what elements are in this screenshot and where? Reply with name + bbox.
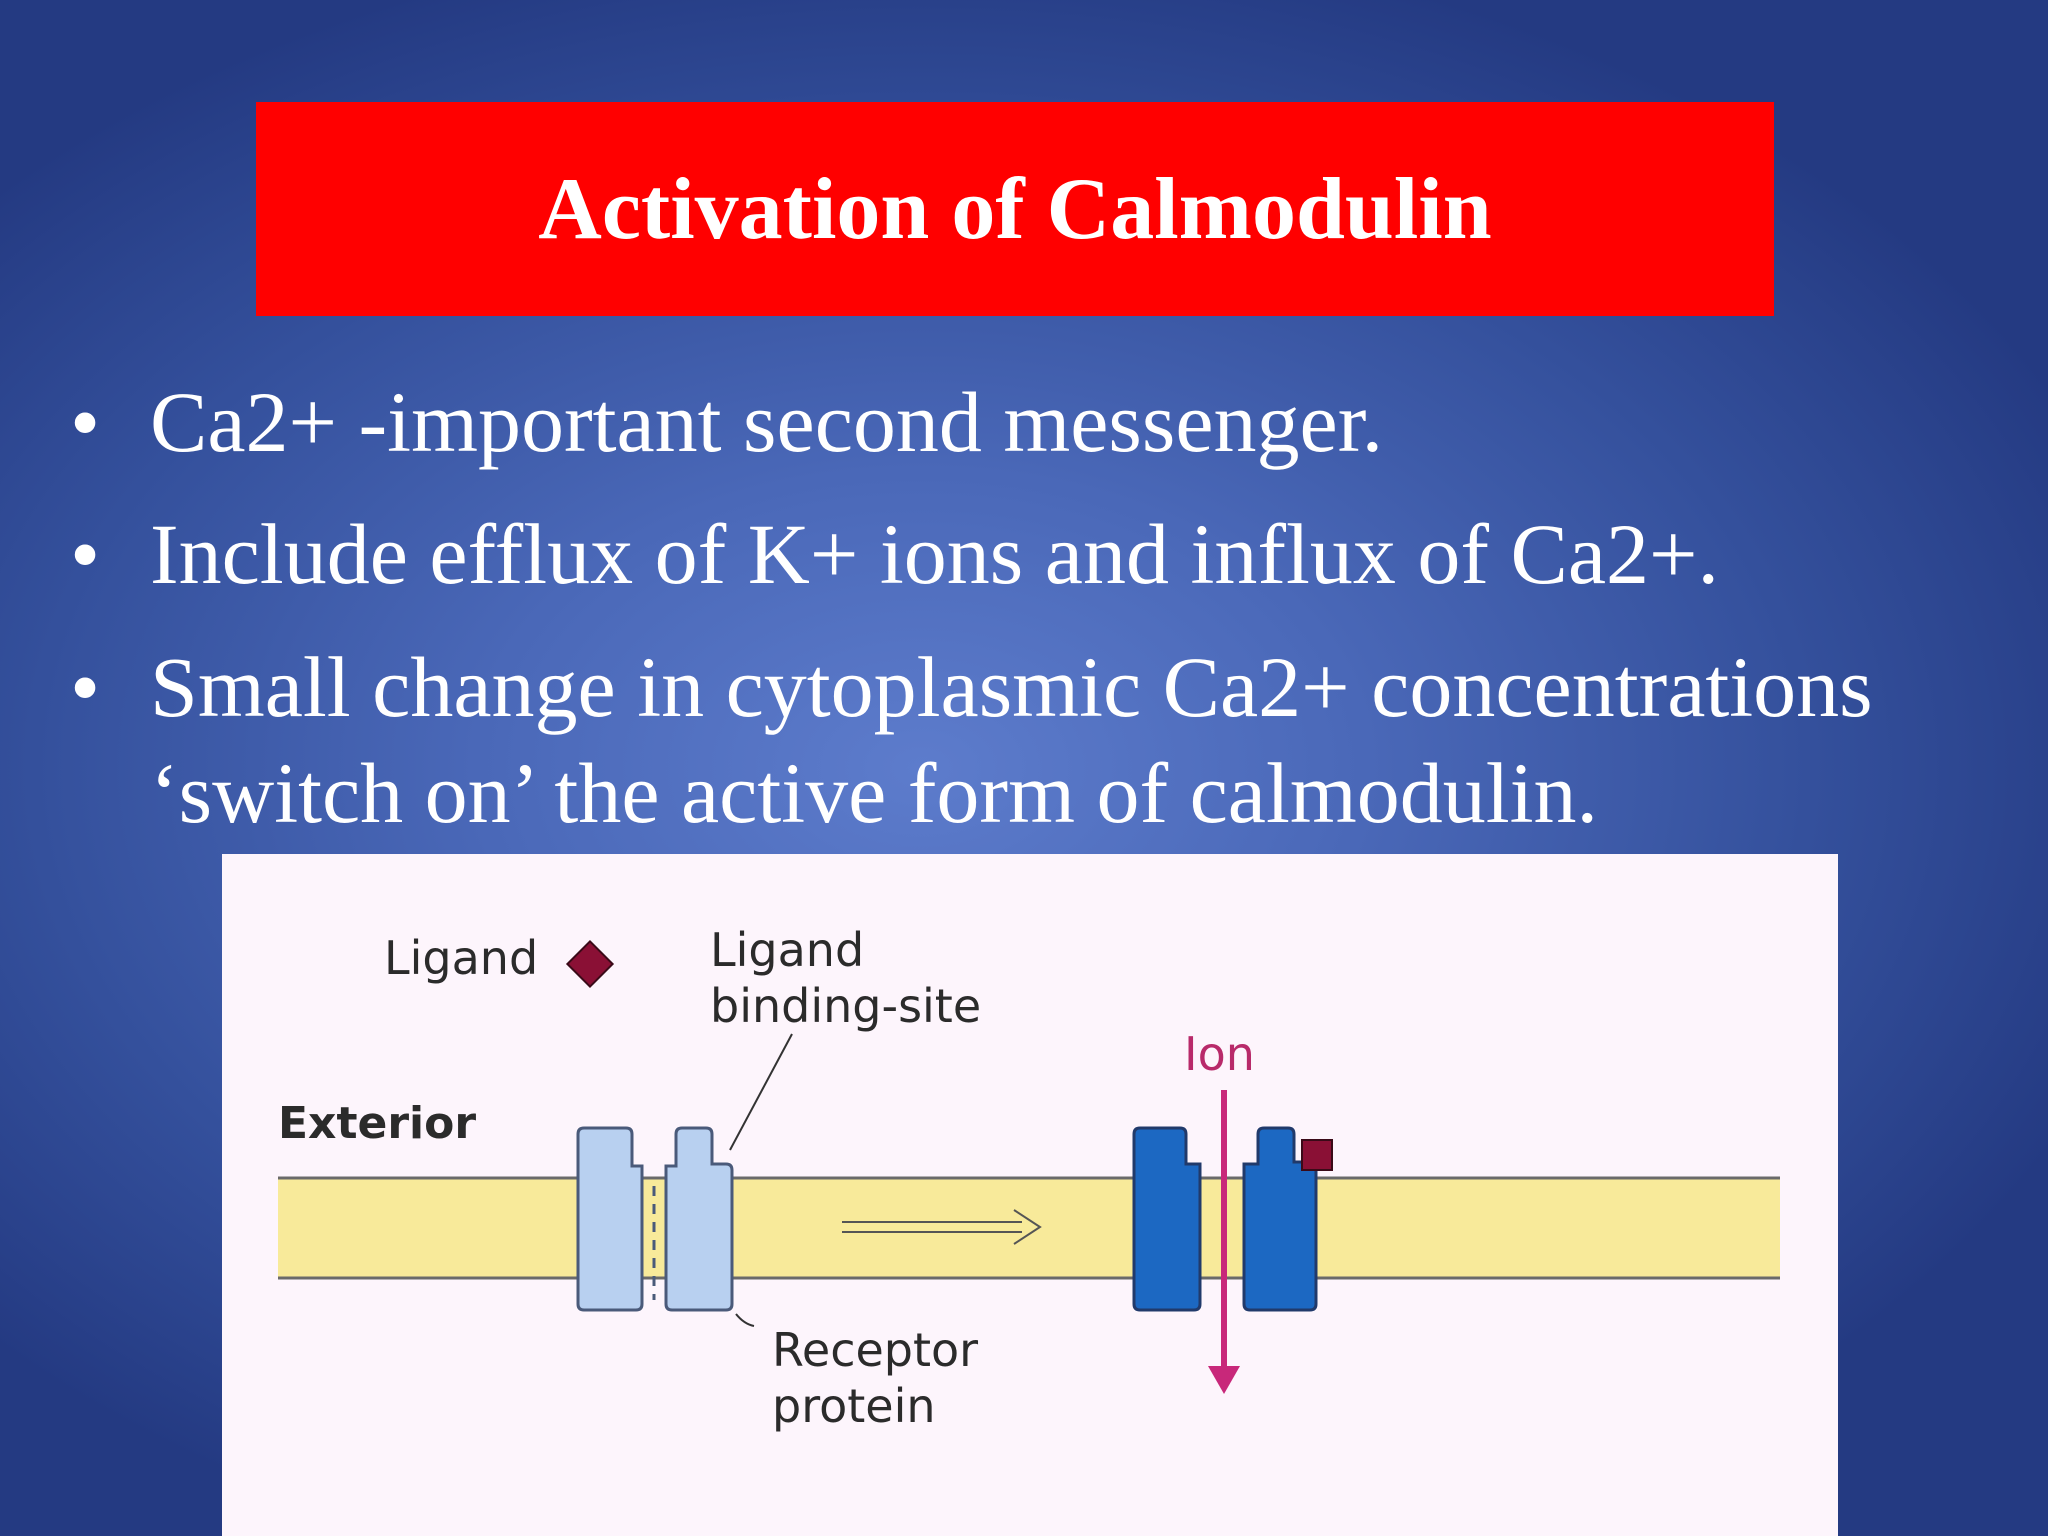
bullet-dot-icon: • [70, 506, 101, 602]
bullet-dot-icon: • [70, 374, 101, 470]
bullet-text: Include efflux of K+ ions and influx of … [150, 506, 1720, 602]
ligand-diamond-icon [565, 939, 615, 989]
slide-title: Activation of Calmodulin [538, 160, 1492, 258]
binding-site-label-line1: Ligand [710, 923, 864, 977]
transition-arrow-icon [842, 1209, 1042, 1245]
bullet-text: Ca2+ -important second messenger. [150, 374, 1384, 470]
bullet-item: • Small change in cytoplasmic Ca2+ conce… [70, 634, 2030, 846]
closed-receptor-protein [576, 1126, 734, 1312]
title-banner: Activation of Calmodulin [256, 102, 1774, 316]
binding-site-label-line2: binding-site [710, 979, 981, 1033]
cell-membrane [278, 1178, 1780, 1278]
bullet-list: • Ca2+ -important second messenger. • In… [70, 370, 2030, 874]
bullet-item: • Include efflux of K+ ions and influx o… [70, 502, 2030, 606]
bound-ligand [1301, 1139, 1333, 1171]
ion-flow-arrow-icon [1208, 1090, 1240, 1394]
ion-channel-diagram: Ligand Ligand binding-site Ion Exterior … [222, 854, 1838, 1536]
receptor-callout-line [735, 1313, 755, 1327]
diagram-svg: Ligand Ligand binding-site Ion Exterior … [278, 923, 1780, 1433]
exterior-label: Exterior [278, 1098, 476, 1149]
bullet-text: Small change in cytoplasmic Ca2+ concent… [150, 639, 1873, 841]
receptor-label-line2: protein [772, 1379, 936, 1433]
binding-site-callout-line [729, 1033, 793, 1151]
receptor-label-line1: Receptor [772, 1323, 978, 1377]
bullet-dot-icon: • [70, 639, 101, 735]
bullet-item: • Ca2+ -important second messenger. [70, 370, 2030, 474]
ligand-label: Ligand [384, 931, 538, 985]
open-ion-channel [1132, 1126, 1318, 1312]
ion-label: Ion [1184, 1027, 1255, 1081]
